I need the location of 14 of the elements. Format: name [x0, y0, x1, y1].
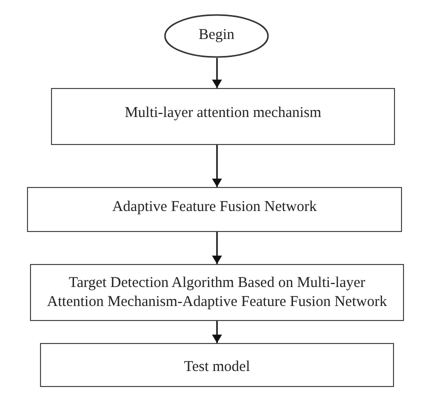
process-box — [27, 187, 402, 232]
node-label: Multi-layer attention mechanism — [124, 104, 322, 123]
process-box — [30, 264, 404, 321]
node-label: Adaptive Feature Fusion Network — [112, 198, 317, 217]
node-label: Begin — [198, 26, 234, 44]
start-ellipse — [164, 14, 269, 58]
arrow — [212, 58, 222, 88]
arrow — [212, 232, 222, 264]
node-label: Test model — [184, 358, 250, 376]
arrow — [212, 145, 222, 187]
process-box — [51, 88, 395, 145]
process-box — [40, 343, 394, 387]
node-label: Target Detection Algorithm Based on Multi-layer Attention Mechanism-Adaptive Feature Fusion Network — [46, 274, 388, 311]
arrow — [212, 321, 222, 343]
